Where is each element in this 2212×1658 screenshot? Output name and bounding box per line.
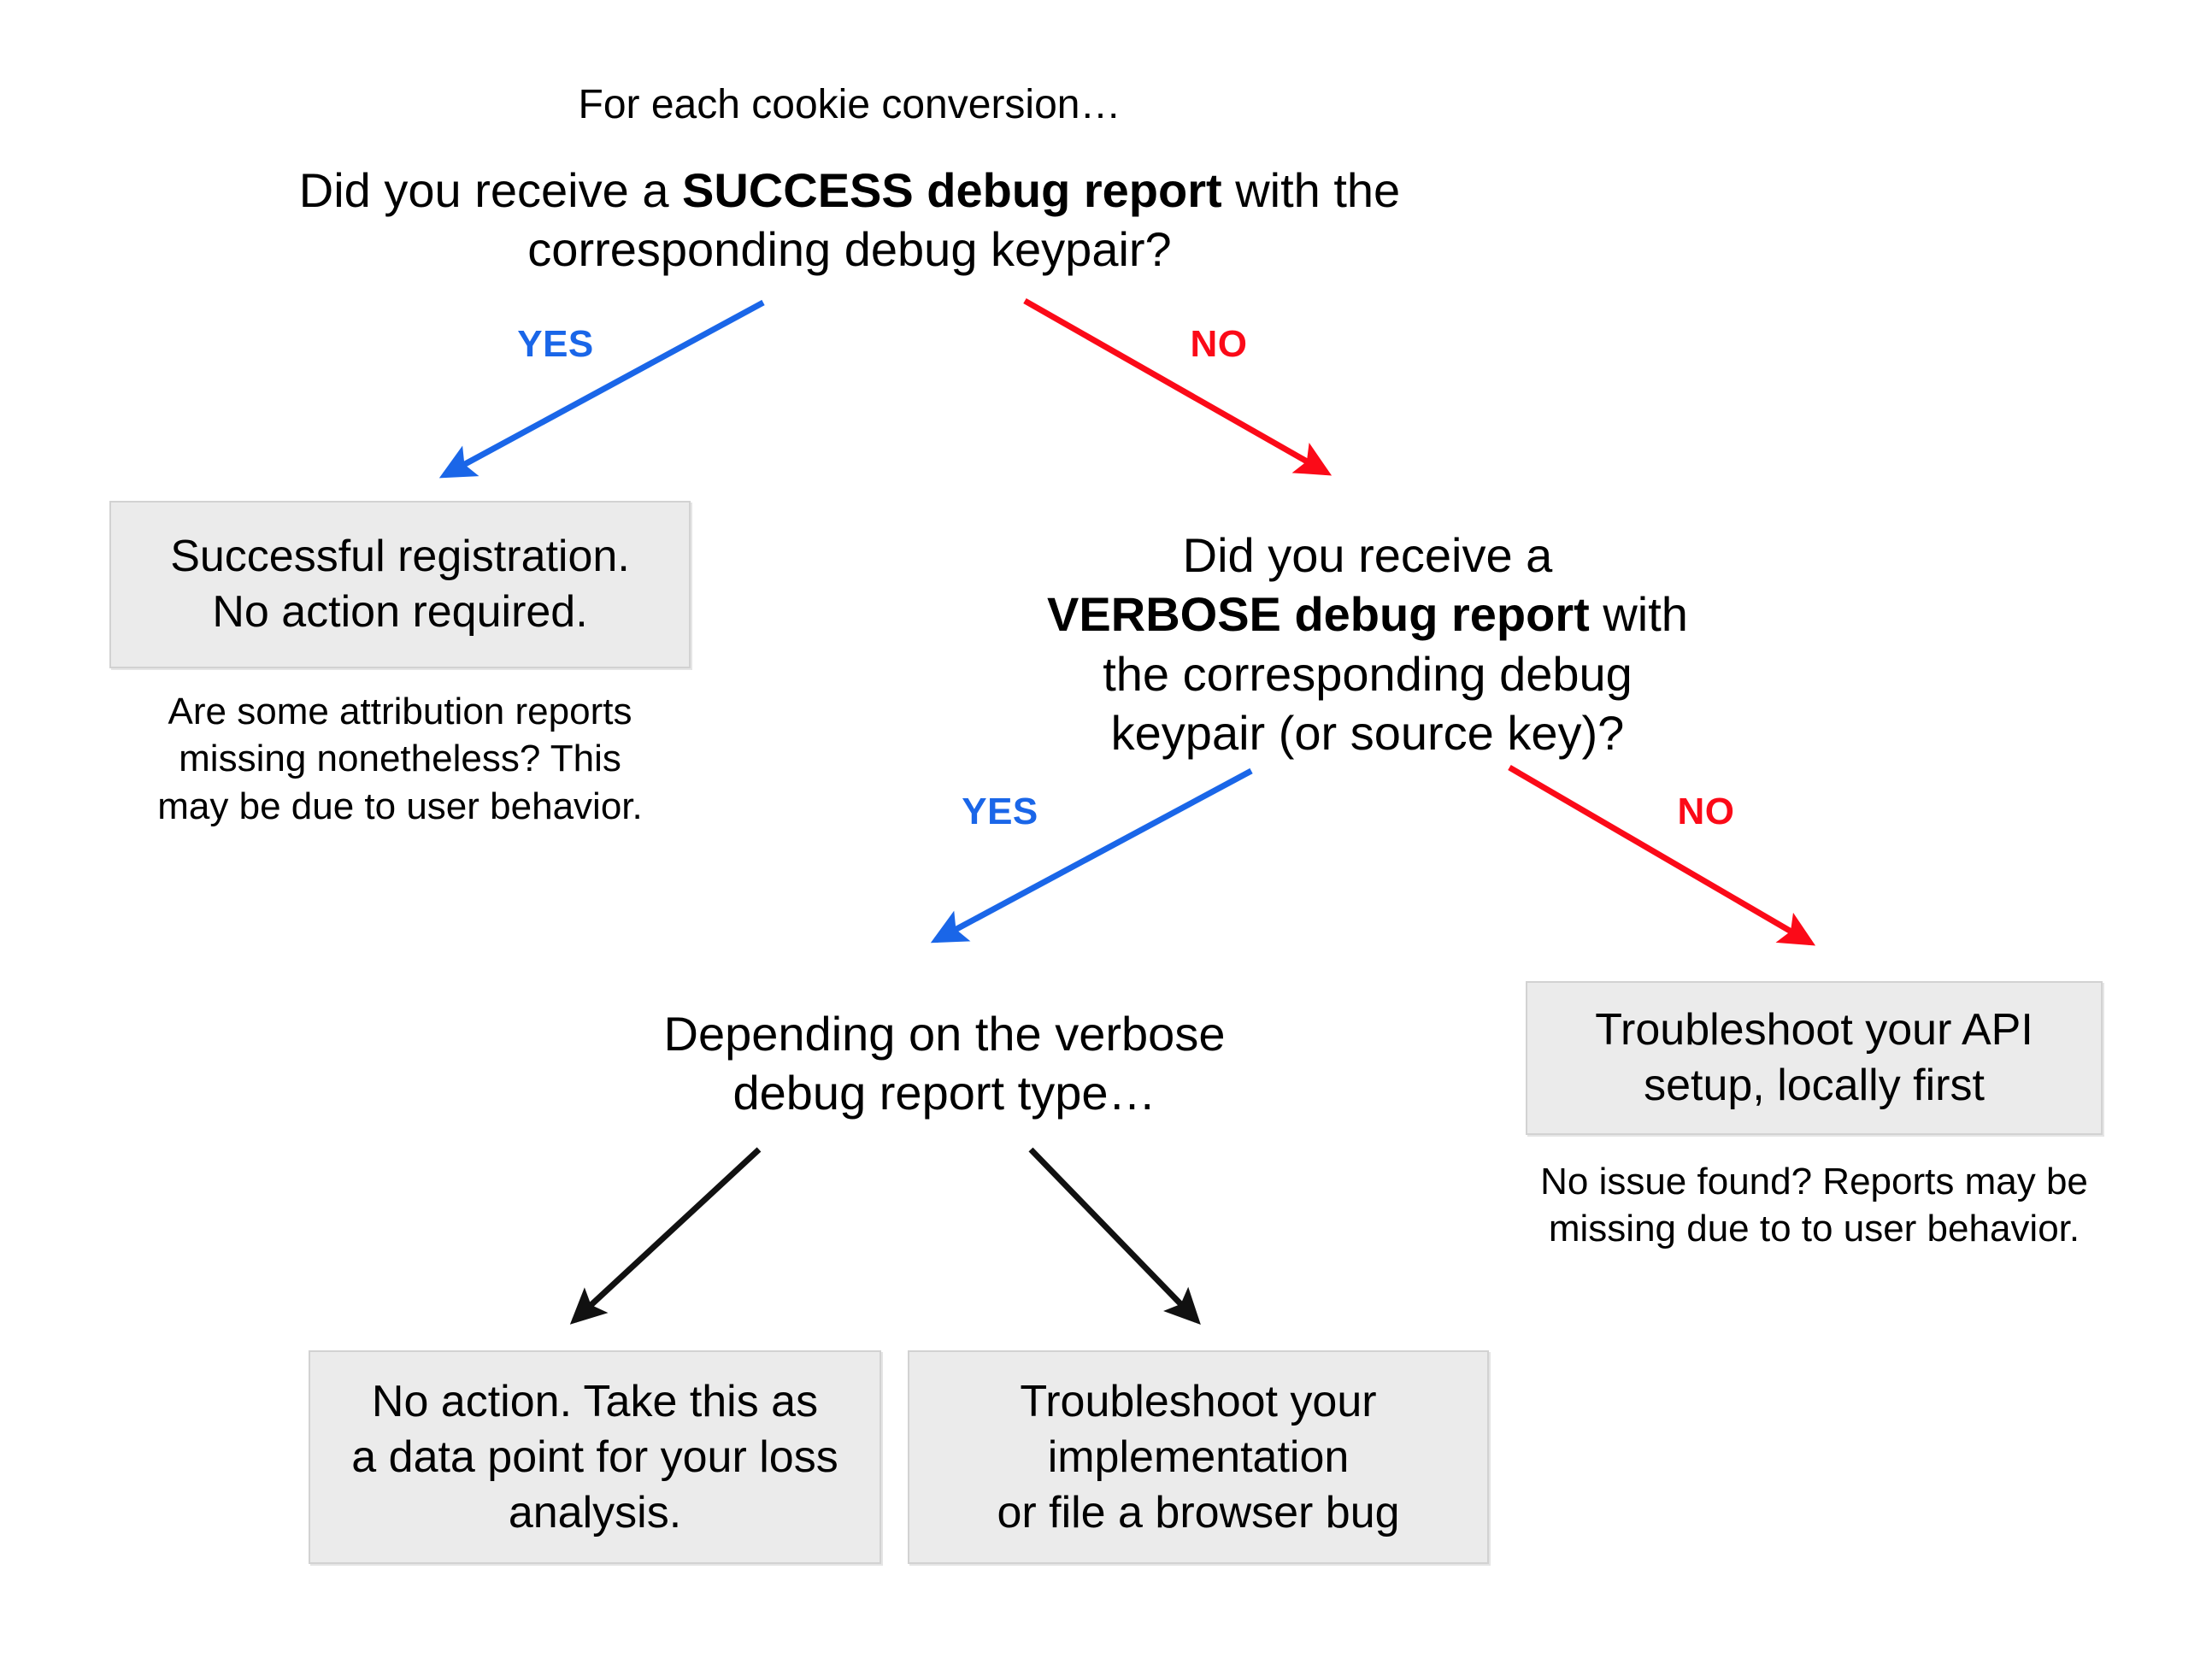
verbose-type-note: Depending on the verbose debug report ty… xyxy=(663,1007,1226,1120)
box-successful-registration[interactable]: Successful registration. No action requi… xyxy=(109,501,691,668)
root-question: Did you receive a SUCCESS debug report w… xyxy=(294,161,1405,279)
edge-label-no-1: NO xyxy=(1190,323,1248,365)
edge-to-no-action-loss xyxy=(569,1147,762,1325)
root-question-emphasis: SUCCESS debug report xyxy=(682,163,1222,217)
root-question-suffix: with the corresponding debug keypair? xyxy=(527,163,1401,277)
caption-attribution-missing: Are some attribution reports missing non… xyxy=(157,691,643,827)
box-troubleshoot-api-setup[interactable]: Troubleshoot your API setup, locally fir… xyxy=(1526,981,2103,1135)
caption-no-issue-found: No issue found? Reports may be missing d… xyxy=(1540,1161,2088,1250)
edge-label-no-2: NO xyxy=(1677,791,1735,832)
root-question-prefix: Did you receive a xyxy=(298,163,683,217)
edge-label-yes-1: YES xyxy=(517,323,594,365)
page-title: For each cookie conversion… xyxy=(578,82,1121,127)
edge-label-yes-2: YES xyxy=(962,791,1038,832)
second-question-emphasis: VERBOSE debug report xyxy=(1047,587,1590,642)
edge-to-troubleshoot-impl xyxy=(1028,1147,1201,1326)
second-question-rest: the corresponding debug keypair (or sour… xyxy=(1103,646,1633,761)
second-question-line1: Did you receive a xyxy=(1182,528,1553,582)
second-question-suffix: with xyxy=(1589,587,1688,642)
box-troubleshoot-implementation[interactable]: Troubleshoot your implementation or file… xyxy=(908,1350,1489,1564)
box-no-action-loss-analysis[interactable]: No action. Take this as a data point for… xyxy=(309,1350,881,1564)
